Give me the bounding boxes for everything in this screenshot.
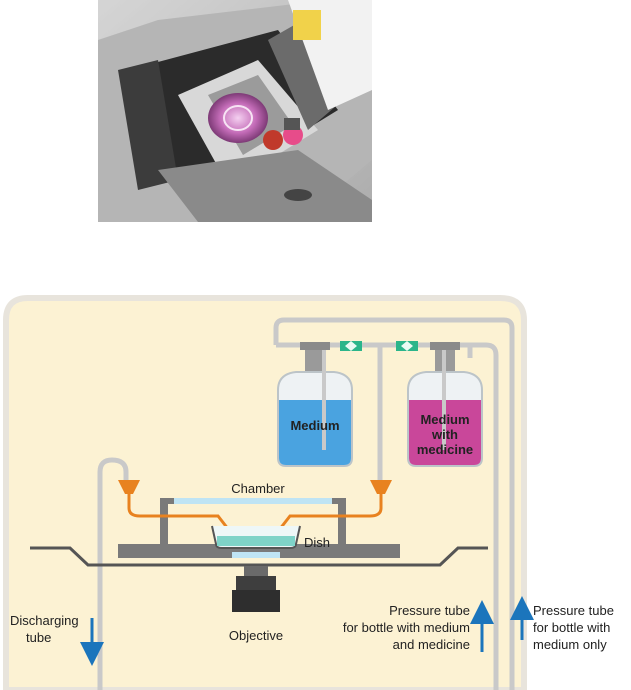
flow-tube-right [274,494,383,535]
medium-bottle [277,342,353,467]
pressure-medium-line1: Pressure tube [533,603,614,618]
objective-label: Objective [229,628,283,643]
inner-tube [276,342,499,690]
medicine-label-line1: Medium [420,412,469,427]
chamber-label: Chamber [231,481,285,496]
left-funnel [118,480,140,494]
discharging-tube-line [97,457,129,690]
dish-label: Dish [304,535,330,550]
pressure-medium-line2: for bottle with [533,620,610,635]
medicine-label-line3: medicine [417,442,473,457]
medicine-label-line2: with [431,427,458,442]
housing [3,295,527,690]
pressure-both-line1: Pressure tube [389,603,470,618]
dish [211,525,301,549]
connector-1 [340,341,362,351]
right-funnel [370,480,392,494]
stage [30,546,488,567]
connector-2 [396,341,418,351]
pressure-both-line2: for bottle with medium [343,620,470,635]
stage-light [232,552,280,558]
discharging-label-line2: tube [26,630,51,645]
culture-system-diagram: Medium Medium with medicine Chamber Dish [3,295,614,690]
top-tube [273,317,515,690]
objective [232,566,280,612]
instrument-photo [98,0,372,222]
medicine-bottle [407,342,483,467]
pressure-medium-line3: medium only [533,637,607,652]
discharging-label-line1: Discharging [10,613,79,628]
medium-label: Medium [290,418,339,433]
flow-tube-left [127,494,234,535]
pressure-both-line3: and medicine [393,637,470,652]
